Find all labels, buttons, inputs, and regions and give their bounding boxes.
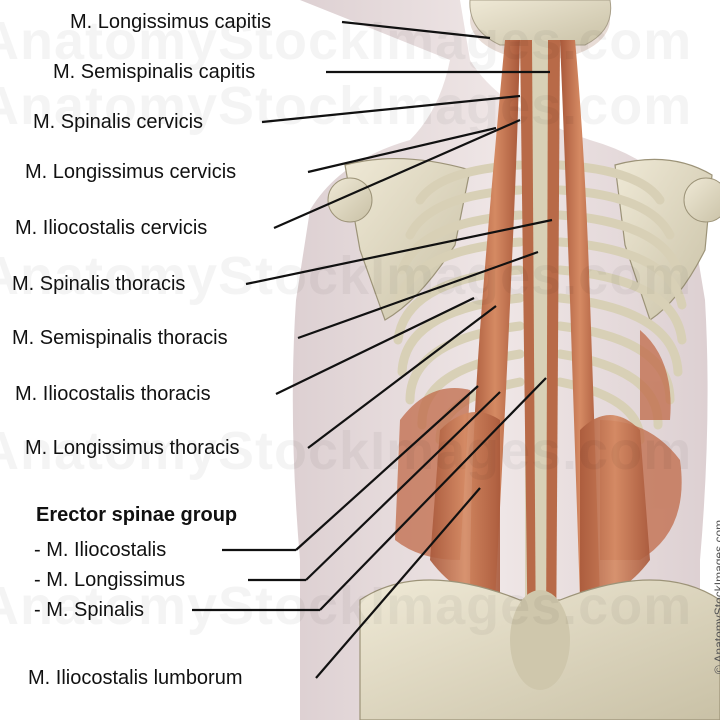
leader-longissimus-capitis [341,20,491,40]
label-semispinalis-capitis: M. Semispinalis capitis [53,61,256,83]
label-longissimus-cervicis: M. Longissimus cervicis [25,161,237,183]
label-longissimus-capitis: M. Longissimus capitis [70,11,272,33]
label-spinalis-cervicis: M. Spinalis cervicis [33,111,204,133]
label-semispinalis-thoracis: M. Semispinalis thoracis [12,327,228,349]
leader-longissimus-cervicis [307,126,497,174]
watermark: AnatomyStockImages.com [0,245,692,307]
label-iliocostalis-lumborum: M. Iliocostalis lumborum [28,667,243,689]
scapulae [327,157,720,321]
watermark: AnatomyStockImages.com [0,75,692,137]
leader-spinalis-cervicis [261,94,521,124]
pelvis [359,579,720,720]
leader-longissimus-2 [305,391,501,581]
label-erector-spinae-group: Erector spinae group [36,504,238,526]
label-group-iliocostalis: - M. Iliocostalis [34,539,167,561]
label-spinalis-thoracis: M. Spinalis thoracis [12,273,186,295]
leader-iliocostalis-lumborum [315,487,481,679]
copyright-credit: © AnatomyStockImages.com [711,519,720,674]
label-group-spinalis: - M. Spinalis [34,599,145,621]
label-longissimus-thoracis: M. Longissimus thoracis [25,437,240,459]
leader-longissimus-thoracis [307,305,497,449]
watermark: AnatomyStockImages.com [0,420,692,482]
leader-spinalis-2 [319,377,547,611]
leader-iliocostalis-cervicis [273,118,521,230]
leader-lines [192,20,553,679]
watermark: AnatomyStockImages.com [0,575,692,637]
leader-iliocostalis-thoracis [275,297,475,395]
label-iliocostalis-thoracis: M. Iliocostalis thoracis [15,383,211,405]
erector-spinae-muscles [430,40,650,660]
leader-spinalis-thoracis [245,218,553,286]
label-iliocostalis-cervicis: M. Iliocostalis cervicis [15,217,208,239]
label-group-longissimus: - M. Longissimus [34,569,186,591]
skull [469,0,612,46]
leader-semispinalis-thoracis [297,250,539,340]
watermark: AnatomyStockImages.com [0,10,692,72]
leader-iliocostalis-2 [295,385,479,551]
